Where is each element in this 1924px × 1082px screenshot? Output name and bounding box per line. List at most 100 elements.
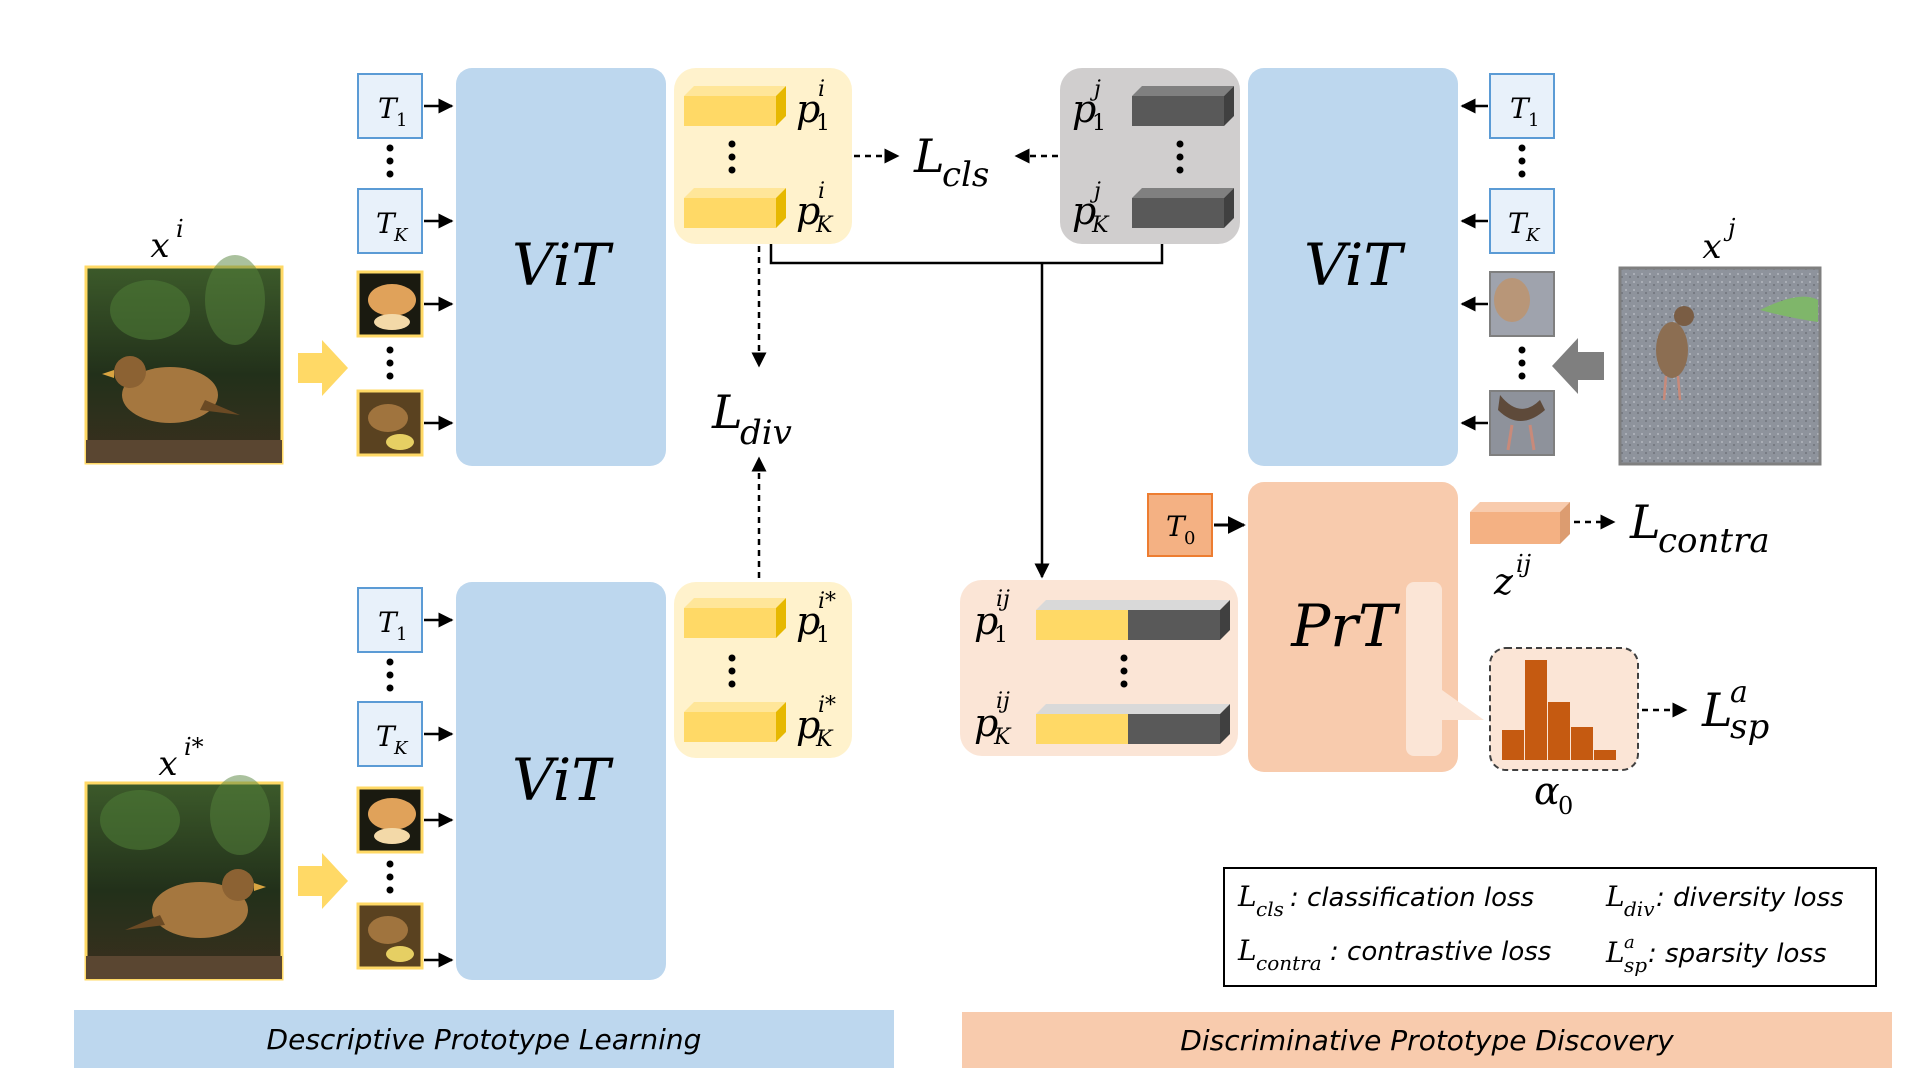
prototype-vdots-pij: [1120, 654, 1128, 688]
pKi-sup: i: [818, 179, 825, 204]
token-t1-sub: 1: [396, 110, 407, 131]
pKj-sub: K: [1091, 213, 1110, 238]
ldiv-sub: div: [740, 413, 792, 453]
prototype-group-pi: p i 1 p i K: [674, 68, 852, 244]
pKij-base: p: [974, 701, 998, 745]
prototype-vdots-pi: [728, 140, 736, 174]
prototype-bar-pKj: [1132, 188, 1234, 228]
lcontra-sub: contra: [1658, 521, 1770, 561]
label-xi: x i: [150, 215, 183, 266]
histogram-bar: [1502, 730, 1524, 760]
loss-sp: L a sp: [1642, 675, 1769, 747]
label-pKj: p j K: [1072, 179, 1110, 238]
prt-decoder: PrT: [1248, 482, 1484, 772]
label-xistar: x i*: [158, 733, 203, 784]
token-tkr-sub: K: [1525, 225, 1541, 246]
prototype-bar-p1istar: [684, 598, 786, 638]
xistar-base: x: [158, 744, 177, 784]
legend-entry-sp: L a sp : sparsity loss: [1605, 932, 1827, 977]
combined-bar-pKij: [1036, 704, 1230, 744]
token-t1-right: T 1: [1489, 73, 1555, 139]
p1istar-base: p: [796, 599, 820, 643]
patch-vdots-top: [386, 346, 394, 380]
lsp-base: L: [1701, 683, 1733, 737]
label-p1j: p j 1: [1072, 77, 1106, 136]
p1i-sub: 1: [816, 111, 830, 136]
token-tkb-base: T: [376, 720, 397, 753]
token-arrows-top: [424, 98, 454, 431]
crop-arrow-xi: [298, 340, 348, 396]
z-output: z ij: [1470, 502, 1570, 603]
prototype-bar-p1i: [684, 86, 786, 126]
p1i-sup: i: [818, 77, 825, 102]
p1istar-sub: 1: [816, 623, 830, 648]
ldiv-base: L: [711, 385, 743, 439]
legend-cls-text: : classification loss: [1290, 883, 1534, 913]
loss-cls: L cls: [854, 129, 1058, 195]
z-sup: ij: [1516, 550, 1532, 578]
banner-right: Discriminative Prototype Discovery: [962, 1012, 1892, 1068]
xj-base: x: [1702, 227, 1721, 267]
vit-label-bottom: ViT: [512, 746, 614, 814]
legend-div-text: : diversity loss: [1656, 883, 1844, 913]
token-tk-base: T: [376, 207, 397, 240]
pKistar-sub: K: [815, 727, 834, 752]
p1istar-sup: i*: [818, 589, 836, 614]
legend-sp-text: : sparsity loss: [1648, 939, 1827, 969]
token-vdots-bottom: [386, 658, 394, 692]
lsp-sub: sp: [1730, 707, 1769, 747]
input-image-xi: [84, 255, 284, 465]
prototype-bar-pKistar: [684, 702, 786, 742]
token-t1r-sub: 1: [1528, 110, 1539, 131]
prototype-merge-connector: [769, 244, 1164, 579]
token-tk-bottom: T K: [357, 701, 423, 767]
token-t1-base: T: [378, 92, 399, 125]
lcls-sub: cls: [942, 155, 989, 195]
pKistar-sup: i*: [818, 693, 836, 718]
patch-vdots-bottom: [386, 860, 394, 894]
vit-encoder-top: ViT: [456, 68, 666, 466]
legend-entry-contra: L contra : contrastive loss: [1237, 934, 1551, 975]
crop-arrow-xj: [1552, 338, 1604, 394]
histogram-bars: [1502, 660, 1616, 760]
legend-box: L cls : classification loss L div : dive…: [1223, 867, 1877, 987]
prototype-bar-pKi: [684, 188, 786, 228]
xistar-sup: i*: [184, 733, 204, 761]
xi-sup: i: [176, 215, 184, 243]
pKistar-base: p: [796, 703, 820, 747]
lsp-sup: a: [1730, 675, 1748, 710]
label-pKij: p ij K: [974, 689, 1012, 750]
histogram-bar: [1548, 702, 1570, 760]
lcls-base: L: [913, 129, 945, 183]
token-t1r-base: T: [1510, 92, 1531, 125]
xi-base: x: [150, 226, 169, 266]
pKj-base: p: [1072, 189, 1096, 233]
token-t1-bottom: T 1: [357, 587, 423, 653]
token-t1b-sub: 1: [396, 624, 407, 645]
loss-contra: L contra: [1574, 495, 1770, 561]
p1ij-base: p: [974, 599, 998, 643]
prototype-bar-p1j: [1132, 86, 1234, 126]
patch-1-right: [1489, 271, 1555, 337]
branch-xj: p j 1 p j K: [1060, 68, 1822, 466]
token-arrows-right: [1460, 98, 1488, 431]
p1ij-sup: ij: [996, 587, 1010, 612]
pKij-sup: ij: [996, 689, 1010, 714]
token-arrows-bottom: [424, 612, 454, 968]
legend-cls-base: L: [1237, 880, 1257, 913]
histogram-bar: [1525, 660, 1547, 760]
patch-k-top: [356, 389, 424, 457]
label-pKistar: p i* K: [796, 693, 836, 752]
alpha-base: α: [1534, 769, 1560, 813]
prototype-group-pistar: p i* 1 p i* K: [674, 582, 852, 758]
prototype-vdots-pistar: [728, 654, 736, 688]
label-p1ij: p ij 1: [974, 587, 1010, 648]
label-pKi: p i K: [796, 179, 834, 238]
loss-div: L div: [711, 246, 792, 578]
z-base: z: [1493, 562, 1514, 603]
patch-1-bottom: [356, 786, 424, 854]
histogram-bar: [1594, 750, 1616, 760]
token-tk-top: T K: [357, 188, 423, 254]
combined-bar-p1ij: [1036, 600, 1230, 640]
legend-cls-sub: cls: [1256, 897, 1284, 921]
